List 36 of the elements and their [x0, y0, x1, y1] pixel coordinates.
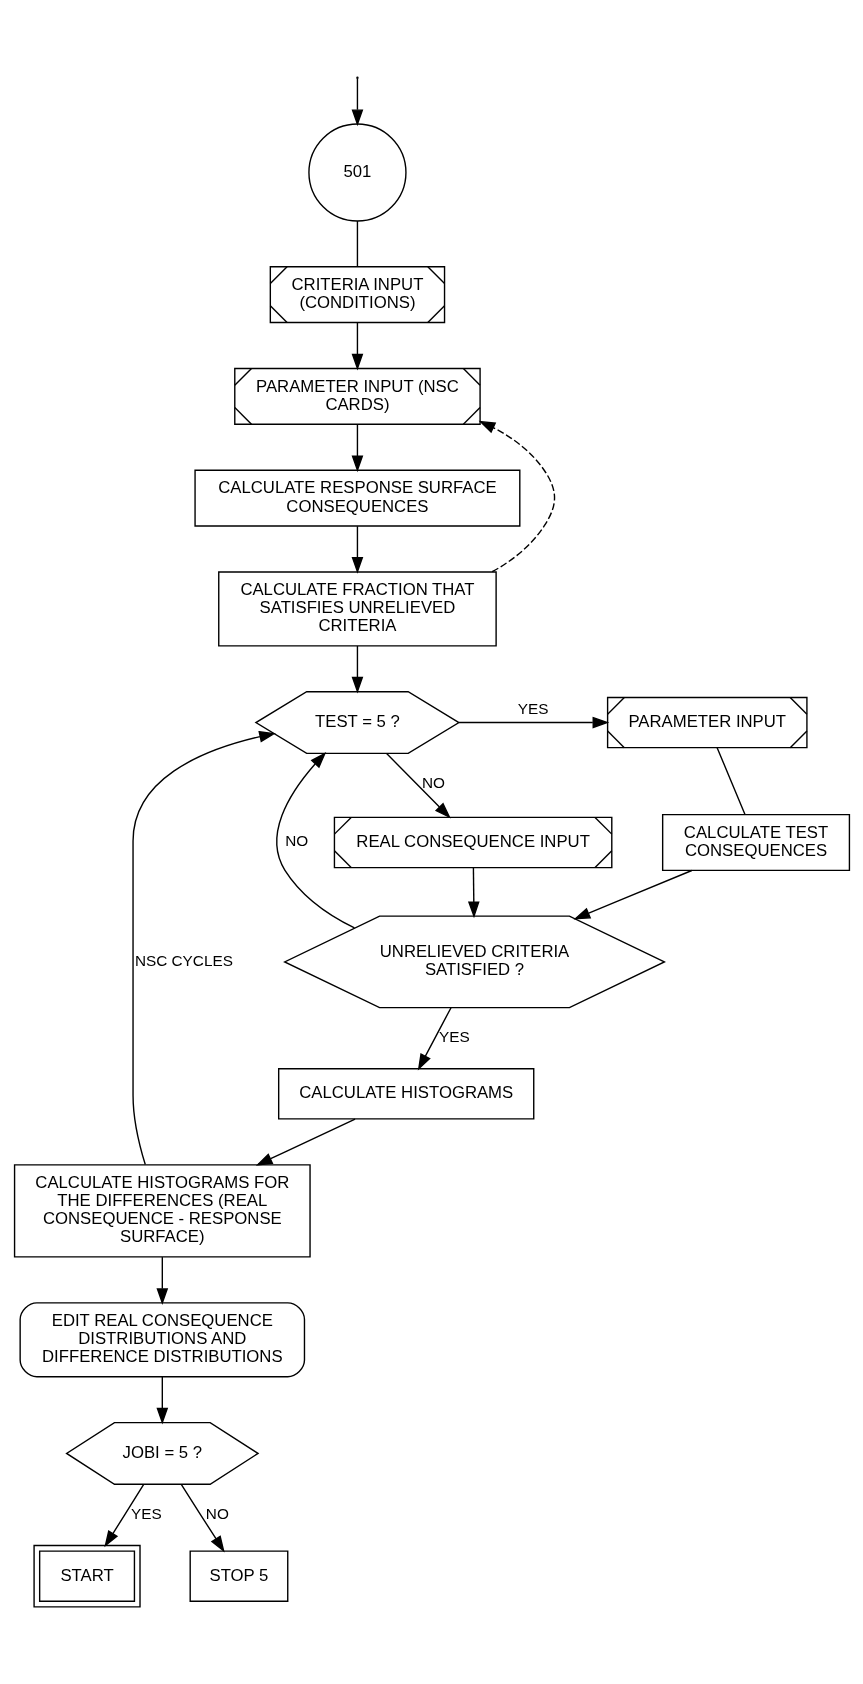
arrow — [103, 1483, 144, 1548]
node-box: EDIT REAL CONSEQUENCE DISTRIBUTIONS AND DIFFERENCE DISTRIBUTIONS — [18, 1302, 305, 1378]
connector — [715, 746, 746, 816]
arrow — [467, 867, 480, 919]
arrow — [155, 1376, 168, 1425]
arrow — [573, 869, 692, 920]
arrow — [275, 752, 355, 929]
arrow — [131, 731, 276, 1166]
edge-label: NO — [284, 832, 308, 850]
connector — [356, 220, 358, 267]
arrow — [457, 716, 609, 729]
node-box: CALCULATE FRACTION THAT SATISFIES UNRELIEVED CRITERIA — [217, 571, 497, 647]
arrow — [180, 1483, 225, 1553]
edge-label: YES — [517, 699, 548, 717]
edge-label: NSC CYCLES — [134, 951, 233, 969]
arrow — [255, 1118, 356, 1166]
arrow — [351, 321, 363, 371]
node-box: CALCULATE HISTOGRAMS — [277, 1068, 534, 1120]
arrow — [351, 525, 363, 574]
arrow — [417, 1007, 452, 1071]
edge-label: NO — [205, 1504, 229, 1522]
arrow — [478, 420, 555, 573]
node-box: START — [32, 1544, 141, 1608]
arrow — [351, 77, 363, 127]
edge-label: NO — [421, 773, 445, 791]
edge-label: YES — [438, 1027, 470, 1045]
edge-label: YES — [130, 1504, 162, 1522]
arrow — [385, 752, 451, 819]
arrow — [351, 645, 363, 694]
arrow — [155, 1256, 168, 1305]
node-box: CALCULATE HISTOGRAMS FOR THE DIFFERENCES (REAL CONSEQUENCE - RESPONSE SURFACE) — [13, 1164, 311, 1258]
node-box: CALCULATE RESPONSE SURFACE CONSEQUENCES — [193, 469, 520, 527]
node-box: CALCULATE TEST CONSEQUENCES — [661, 813, 850, 872]
arrow — [351, 423, 363, 473]
node-box: STOP 5 — [189, 1550, 288, 1602]
node-circle: 501 — [307, 123, 407, 222]
